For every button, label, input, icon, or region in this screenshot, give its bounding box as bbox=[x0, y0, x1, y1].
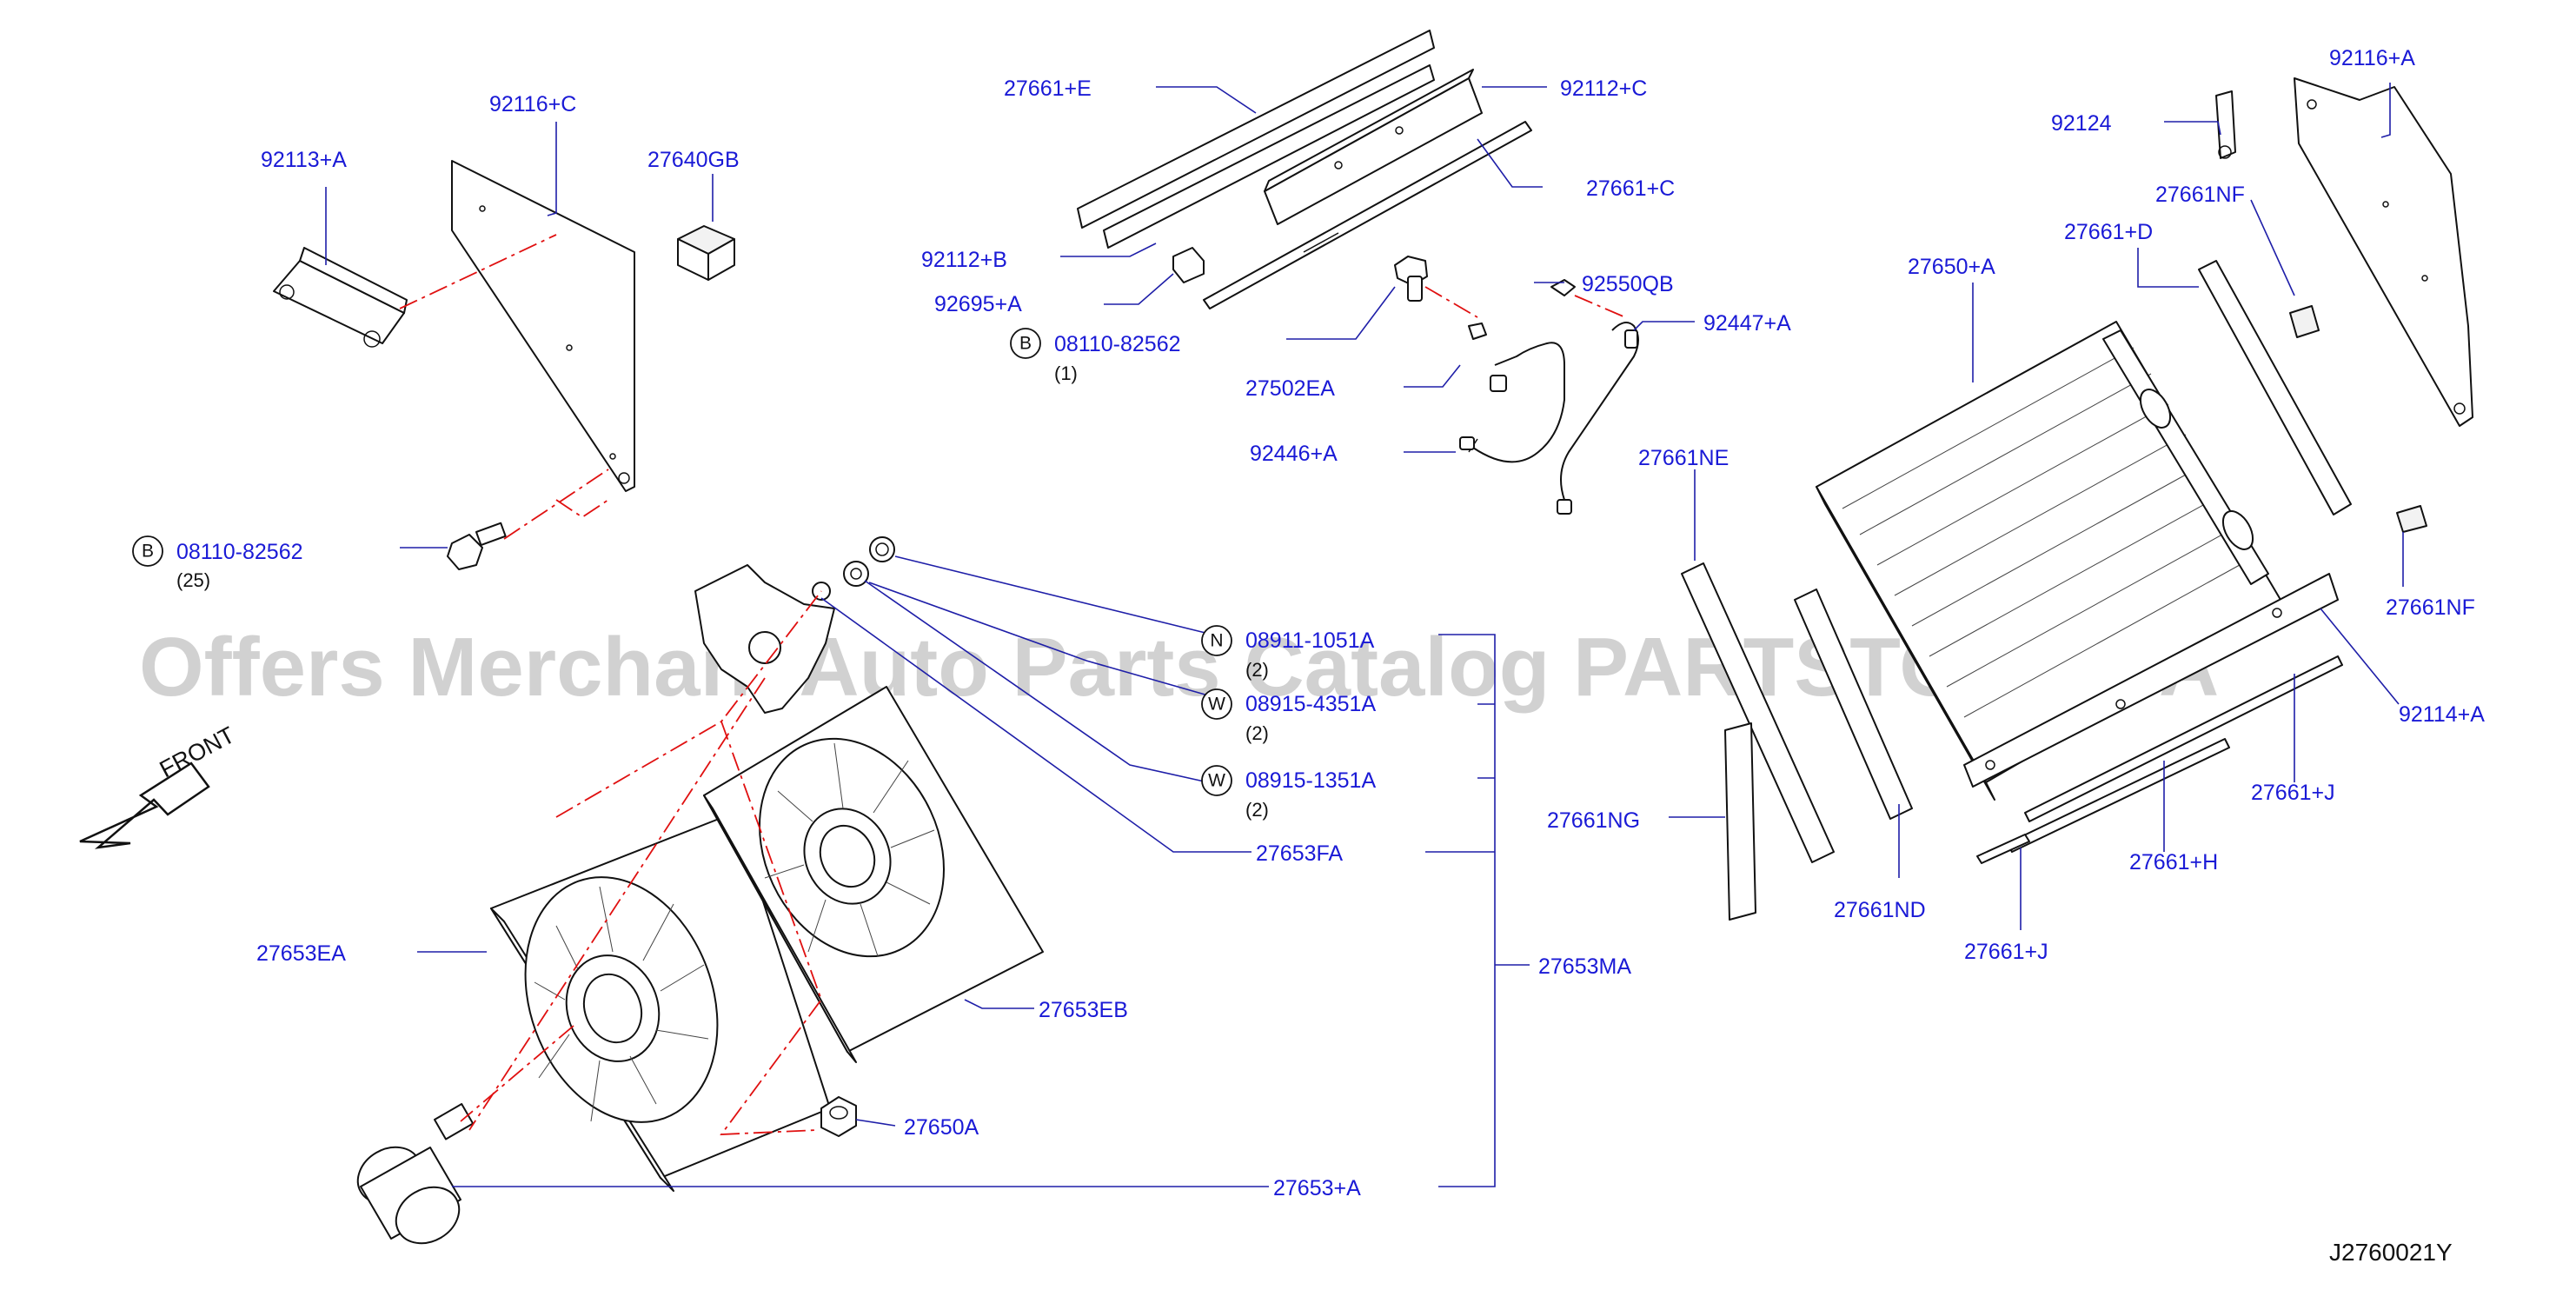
seal-27661D bbox=[2198, 260, 2352, 515]
callout-symbol-circle bbox=[1201, 765, 1232, 796]
callout-27502EA: 27502EA bbox=[1245, 376, 1335, 401]
callout-08915-1351: 08915-1351A bbox=[1245, 768, 1376, 793]
washers-08911-08915 bbox=[812, 536, 895, 601]
bracket-92112C bbox=[1264, 69, 1483, 225]
callout-92112C: 92112+C bbox=[1560, 76, 1647, 101]
nut-27650A bbox=[820, 1096, 857, 1137]
leader-lines bbox=[325, 83, 2404, 1187]
callout-symbol-w-1351: W bbox=[1208, 771, 1225, 791]
seal-27661ND bbox=[1794, 588, 1913, 820]
callout-08110-top: 08110-82562 bbox=[1054, 332, 1181, 356]
bolt-08110-left bbox=[447, 522, 507, 570]
seal-27661NE bbox=[1681, 562, 1835, 863]
callout-08110-left: 08110-82562 bbox=[176, 540, 303, 564]
callout-27661C: 27661+C bbox=[1586, 176, 1675, 201]
seal-27661H bbox=[2007, 738, 2230, 853]
callout-symbol-circle bbox=[1010, 328, 1041, 359]
callout-92550QB: 92550QB bbox=[1582, 272, 1674, 296]
callout-27653FA: 27653FA bbox=[1256, 841, 1343, 866]
callout-08915-4351: 08915-4351A bbox=[1245, 692, 1376, 716]
seal-27661J-bottom bbox=[1976, 834, 2030, 864]
callout-27650A: 27650A bbox=[904, 1115, 979, 1140]
watermark: Offers Merchant Auto Parts Catalog PARTS… bbox=[139, 621, 2219, 714]
callout-labels: 92113+A 92116+C 27640GB B 08110-82562 (2… bbox=[132, 46, 2485, 1200]
callout-27661NE: 27661NE bbox=[1638, 446, 1729, 470]
callout-symbol-circle bbox=[132, 535, 163, 567]
seal-27661J-right bbox=[2024, 655, 2343, 822]
bracket-92113A bbox=[273, 247, 408, 348]
callout-92446A: 92446+A bbox=[1250, 442, 1338, 466]
callout-08915-1351-qty: (2) bbox=[1245, 799, 1269, 821]
fan-shroud-27653EB bbox=[703, 686, 1044, 1063]
callout-symbol-b-left: B bbox=[142, 542, 154, 562]
callout-92113A: 92113+A bbox=[261, 148, 347, 172]
bracket-92112B bbox=[1103, 64, 1435, 249]
callout-27653A: 27653+A bbox=[1273, 1176, 1361, 1200]
centerline-bolt bbox=[503, 469, 609, 540]
callout-27661D: 27661+D bbox=[2064, 220, 2153, 244]
callout-27661H: 27661+H bbox=[2129, 850, 2218, 874]
shroud-plate-92116C bbox=[451, 160, 635, 492]
callout-27650A-cond: 27650+A bbox=[1908, 255, 1995, 279]
hose-92446A bbox=[1459, 322, 1565, 463]
callout-27661E: 27661+E bbox=[1004, 76, 1092, 101]
callout-27661ND: 27661ND bbox=[1834, 898, 1926, 922]
clip-92695A bbox=[1172, 247, 1205, 283]
seal-27661E bbox=[1077, 30, 1435, 229]
hose-92447A bbox=[1557, 322, 1639, 515]
block-27640GB bbox=[677, 225, 735, 281]
diagram-code: J2760021Y bbox=[2329, 1239, 2453, 1266]
callout-92116A: 92116+A bbox=[2329, 46, 2415, 70]
callout-27653EB: 27653EB bbox=[1039, 998, 1128, 1022]
callout-27661NG: 27661NG bbox=[1547, 808, 1640, 833]
callout-27661NF-top: 27661NF bbox=[2155, 183, 2245, 207]
callout-symbol-w-4351: W bbox=[1208, 695, 1225, 715]
centerline-sensor bbox=[1424, 286, 1478, 318]
callout-08110-top-qty: (1) bbox=[1054, 362, 1078, 384]
fan-shroud-27653EA bbox=[490, 812, 831, 1192]
centerline-fan bbox=[460, 590, 823, 1135]
seal-27661NG bbox=[1724, 722, 1756, 921]
fan-blade-small bbox=[694, 564, 835, 714]
callout-27661NF-bottom: 27661NF bbox=[2386, 595, 2475, 620]
centerline-hose bbox=[1574, 295, 1626, 318]
callout-92695A: 92695+A bbox=[934, 292, 1022, 316]
callout-08915-4351-qty: (2) bbox=[1245, 722, 1269, 744]
callout-27640GB: 27640GB bbox=[647, 148, 740, 172]
shroud-plate-92116A bbox=[2294, 77, 2473, 427]
callout-symbol-b-top: B bbox=[1019, 334, 1032, 354]
callout-08911: 08911-1051A bbox=[1245, 628, 1375, 653]
callout-symbol-circle bbox=[1201, 625, 1232, 656]
callout-92112B: 92112+B bbox=[921, 248, 1007, 272]
seal-27661NF-bottom bbox=[2396, 505, 2427, 533]
callout-08911-qty: (2) bbox=[1245, 659, 1269, 681]
callout-92447A: 92447+A bbox=[1703, 311, 1791, 336]
sensor-27502EA bbox=[1394, 256, 1428, 302]
callout-symbol-circle bbox=[1201, 688, 1232, 720]
motor-27653A bbox=[356, 1102, 475, 1245]
callout-27653MA: 27653MA bbox=[1538, 954, 1631, 979]
callout-92116C: 92116+C bbox=[489, 92, 576, 116]
centerline-bolt-2 bbox=[555, 499, 609, 519]
callout-27661J-bottom: 27661+J bbox=[1964, 940, 2048, 964]
bracket-92114A bbox=[1963, 573, 2339, 788]
callout-08110-left-qty: (25) bbox=[176, 569, 210, 591]
centerline-bracket bbox=[399, 234, 557, 309]
block-27661NF-top bbox=[2289, 305, 2320, 338]
bracket-92124 bbox=[2215, 90, 2236, 159]
callout-27653EA: 27653EA bbox=[256, 941, 346, 966]
callout-92124: 92124 bbox=[2051, 111, 2112, 136]
callout-92114A: 92114+A bbox=[2399, 702, 2485, 727]
seal-27661C bbox=[1203, 121, 1532, 309]
callout-symbol-n: N bbox=[1210, 631, 1223, 651]
front-arrow-icon: FRONT bbox=[79, 721, 239, 849]
callout-27661J-right: 27661+J bbox=[2251, 781, 2335, 805]
